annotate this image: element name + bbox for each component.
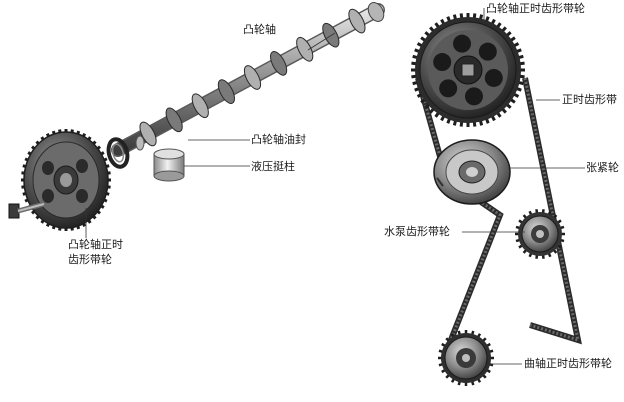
left-leader-lines	[85, 32, 336, 238]
camshaft-lobes	[139, 8, 366, 147]
hydraulic-tappet	[153, 148, 185, 182]
label-camshaft-sprocket-left-line2: 齿形带轮	[68, 253, 112, 266]
label-camshaft-sprocket-left-line1: 凸轮轴正时	[68, 238, 123, 251]
label-timing-belt: 正时齿形带	[562, 93, 617, 106]
label-camshaft: 凸轮轴	[243, 23, 276, 36]
right-leader-lines	[462, 8, 585, 365]
sprocket-bolt	[8, 201, 45, 219]
camshaft-sprocket-left	[21, 129, 111, 231]
water-pump-sprocket	[515, 209, 565, 259]
label-crankshaft-sprocket: 曲轴正时齿形带轮	[524, 357, 612, 370]
camshaft-oil-seal	[106, 135, 145, 169]
label-hydraulic-tappet: 液压挺柱	[251, 160, 295, 173]
label-camshaft-oil-seal: 凸轮轴油封	[251, 133, 306, 146]
tensioner-pulley	[433, 139, 511, 205]
label-camshaft-sprocket-right: 凸轮轴正时齿形带轮	[486, 2, 585, 15]
label-tensioner: 张紧轮	[586, 161, 619, 174]
camshaft-sprocket-right	[411, 13, 525, 127]
label-water-pump-sprocket: 水泵齿形带轮	[384, 225, 450, 238]
crankshaft-sprocket	[438, 330, 494, 386]
